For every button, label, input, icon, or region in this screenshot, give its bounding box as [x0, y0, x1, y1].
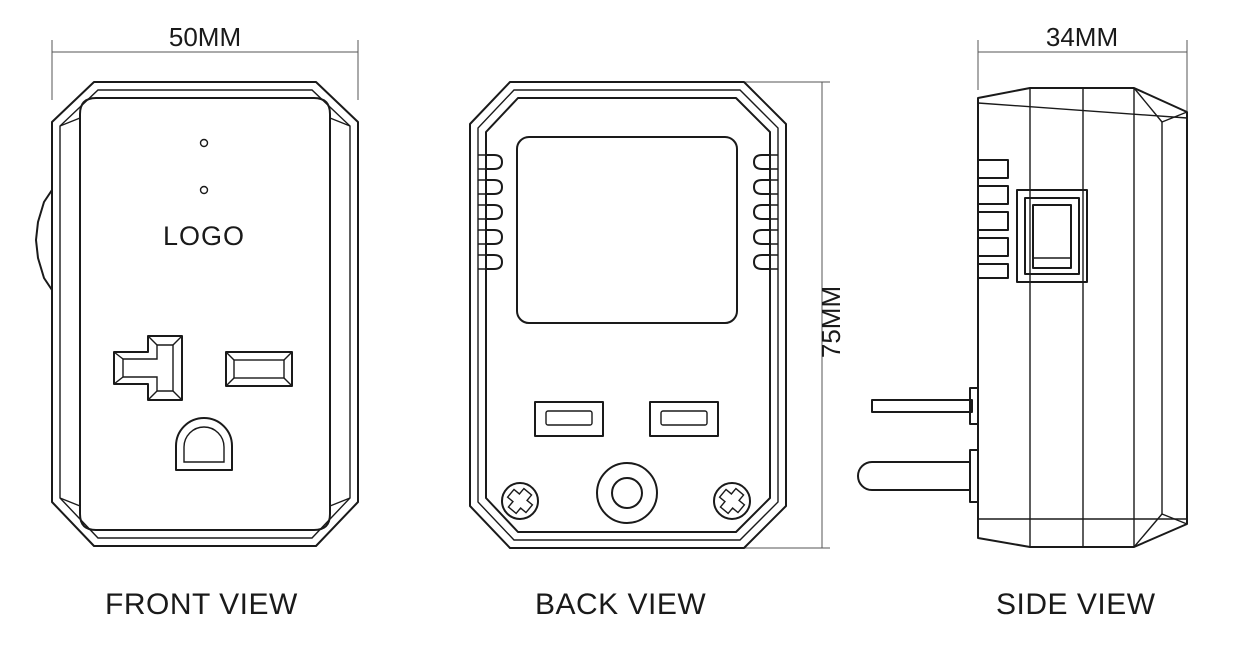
round-button — [596, 462, 658, 524]
side-view: 34MM — [857, 22, 1188, 548]
indicator-light-bottom — [199, 185, 209, 195]
socket-flat-slot — [225, 351, 293, 387]
depth-dimension-label: 34MM — [1046, 22, 1118, 52]
rocker-switch — [1016, 189, 1088, 283]
front-view: 50MM LOGO — [35, 22, 359, 547]
back-view: 75MM — [469, 81, 846, 549]
depth-dimension: 34MM — [977, 22, 1188, 120]
usb-port-left — [534, 401, 604, 437]
side-view-label: SIDE VIEW — [996, 588, 1156, 621]
display-screen — [516, 136, 738, 324]
width-dimension-label: 50MM — [169, 22, 241, 52]
socket-t-slot — [113, 335, 183, 401]
back-body-inner-edge — [477, 89, 779, 541]
front-body-outline — [51, 81, 359, 547]
right-vent-slots — [753, 154, 778, 270]
height-dimension: 75MM — [712, 81, 846, 549]
back-face-plate — [485, 97, 771, 533]
left-vent-slots — [478, 154, 503, 270]
plug-prong-bottom — [857, 449, 979, 503]
side-vent-ribs — [978, 159, 1009, 279]
screw-left-icon — [501, 482, 539, 520]
back-body-outline — [469, 81, 787, 549]
socket-ground-hole — [175, 417, 233, 471]
height-dimension-label: 75MM — [816, 286, 846, 358]
plug-prong-top — [871, 387, 979, 425]
screw-right-icon — [713, 482, 751, 520]
indicator-light-top — [199, 138, 209, 148]
front-view-label: FRONT VIEW — [105, 588, 298, 621]
back-view-label: BACK VIEW — [535, 588, 707, 621]
front-face-plate — [79, 97, 331, 531]
width-dimension: 50MM — [51, 22, 359, 100]
usb-port-right — [649, 401, 719, 437]
front-side-switch — [35, 189, 53, 291]
logo-text: LOGO — [163, 221, 245, 251]
